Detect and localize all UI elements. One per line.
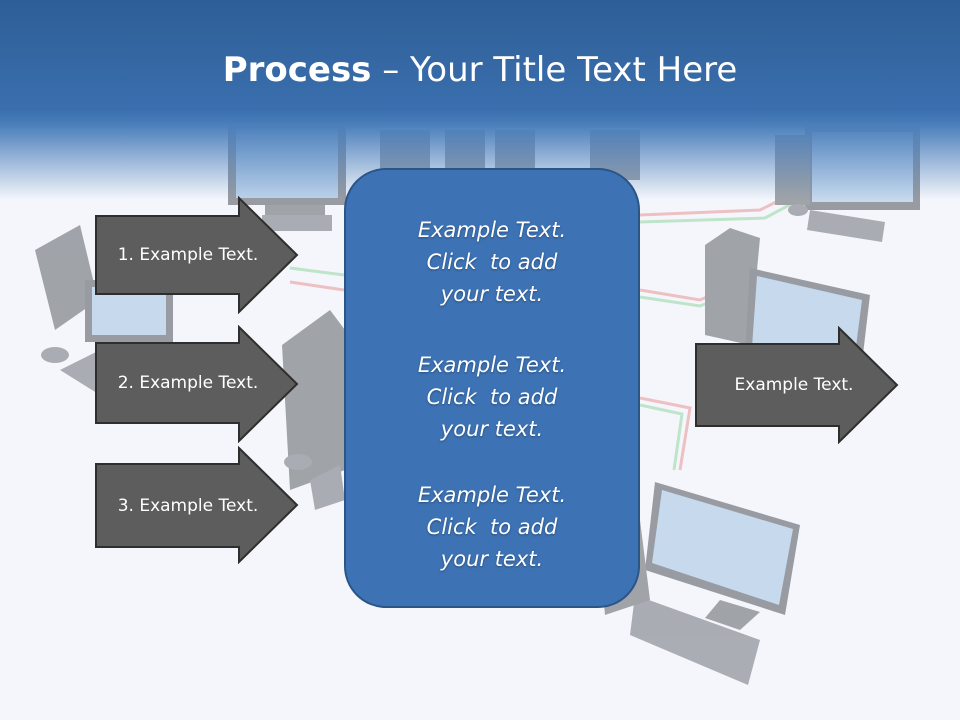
process-arrow-2[interactable]: 2. Example Text. [94, 325, 300, 443]
center-text-block-2[interactable]: Example Text. Click to add your text. [346, 349, 638, 445]
process-arrow-label: 3. Example Text. [117, 495, 259, 516]
result-arrow[interactable]: Example Text. [694, 326, 900, 444]
center-text-line: Example Text. [417, 353, 567, 377]
center-text-block-3[interactable]: Example Text. Click to add your text. [346, 479, 638, 575]
center-text-line: your text. [440, 547, 544, 571]
right-arrow-shape-icon [695, 326, 899, 444]
center-text-block-1[interactable]: Example Text. Click to add your text. [346, 214, 638, 310]
process-arrow-label: 2. Example Text. [117, 373, 259, 393]
center-text-line: Example Text. [417, 218, 567, 242]
center-text-line: Click to add [426, 385, 558, 409]
center-text-line: Example Text. [417, 483, 567, 507]
title-rest-part: – Your Title Text Here [371, 50, 738, 90]
center-text-line: Click to add [426, 250, 558, 274]
process-arrow-3[interactable]: 3. Example Text. [94, 446, 300, 564]
center-process-box[interactable]: Example Text. Click to add your text. Ex… [344, 168, 640, 608]
result-arrow-label: Example Text. [734, 375, 854, 395]
slide-title[interactable]: Process – Your Title Text Here [0, 50, 960, 90]
process-arrow-label: 1. Example Text. [117, 245, 259, 265]
title-header-band [0, 0, 960, 200]
right-arrow-shape-icon [95, 446, 299, 564]
center-text-line: Click to add [426, 515, 558, 539]
title-bold-part: Process [222, 50, 372, 90]
right-arrow-shape-icon [95, 196, 299, 314]
process-arrow-1[interactable]: 1. Example Text. [94, 196, 300, 314]
center-text-line: your text. [440, 417, 544, 441]
center-text-line: your text. [440, 282, 544, 306]
right-arrow-shape-icon [95, 325, 299, 443]
